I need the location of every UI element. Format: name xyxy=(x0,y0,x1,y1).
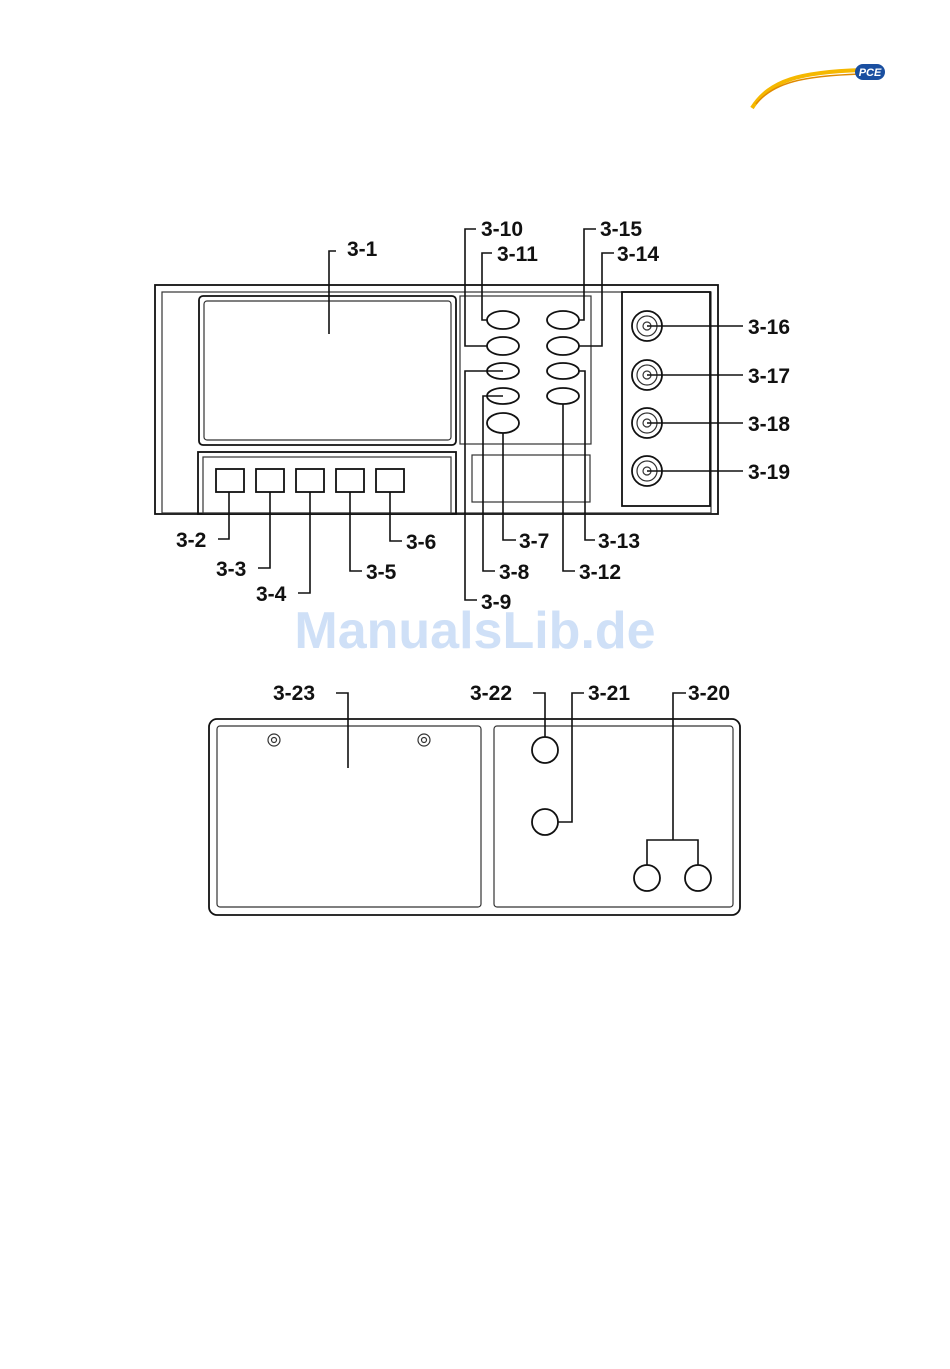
label-3-1: 3-1 xyxy=(347,238,378,261)
label-3-11: 3-11 xyxy=(497,243,538,266)
display-frame xyxy=(199,296,456,445)
display-screen xyxy=(204,301,451,440)
label-3-20: 3-20 xyxy=(688,682,730,705)
button-block xyxy=(460,296,591,444)
function-key-area xyxy=(198,452,456,514)
function-key-5[interactable] xyxy=(376,469,404,492)
button-3-10[interactable] xyxy=(487,311,519,329)
label-3-12: 3-12 xyxy=(579,561,621,584)
label-3-16: 3-16 xyxy=(748,316,790,339)
rear-terminal-3-20-b[interactable] xyxy=(685,865,711,891)
label-3-18: 3-18 xyxy=(748,413,790,436)
label-3-21: 3-21 xyxy=(588,682,630,705)
pce-logo: PCE xyxy=(752,64,885,108)
label-3-3: 3-3 xyxy=(216,558,246,581)
rear-plate-left xyxy=(217,726,481,907)
rear-connector-3-21[interactable] xyxy=(532,809,558,835)
rear-panel-outer xyxy=(209,719,740,915)
rear-plate-right xyxy=(494,726,733,907)
label-3-14: 3-14 xyxy=(617,243,659,266)
button-3-13[interactable] xyxy=(547,363,579,379)
function-key-4[interactable] xyxy=(336,469,364,492)
lower-window xyxy=(472,455,590,502)
label-3-7: 3-7 xyxy=(519,530,549,553)
button-3-12[interactable] xyxy=(547,388,579,404)
rear-panel: 3-23 3-22 3-21 3-20 xyxy=(209,682,740,915)
label-3-8: 3-8 xyxy=(499,561,530,584)
label-3-19: 3-19 xyxy=(748,461,790,484)
button-3-11[interactable] xyxy=(487,337,519,355)
connector-panel xyxy=(622,292,710,506)
function-key-area-inner xyxy=(203,457,451,513)
front-panel: 3-1 3-2 3-3 3-4 3-5 3-6 3-7 3-8 3-9 3-10… xyxy=(155,218,790,614)
button-3-15[interactable] xyxy=(547,311,579,329)
rear-terminal-3-20-a[interactable] xyxy=(634,865,660,891)
watermark: ManualsLib.de xyxy=(294,602,655,660)
button-3-14[interactable] xyxy=(547,337,579,355)
label-3-2: 3-2 xyxy=(176,529,206,552)
screw-left xyxy=(268,734,280,746)
rear-connector-3-22[interactable] xyxy=(532,737,558,763)
label-3-10: 3-10 xyxy=(481,218,523,241)
screw-right xyxy=(418,734,430,746)
label-3-5: 3-5 xyxy=(366,561,397,584)
logo-text: PCE xyxy=(859,67,882,79)
function-key-2[interactable] xyxy=(256,469,284,492)
label-3-6: 3-6 xyxy=(406,531,436,554)
function-key-3[interactable] xyxy=(296,469,324,492)
label-3-17: 3-17 xyxy=(748,365,790,388)
label-3-23: 3-23 xyxy=(273,682,315,705)
label-3-22: 3-22 xyxy=(470,682,512,705)
label-3-15: 3-15 xyxy=(600,218,642,241)
logo-swoosh xyxy=(752,70,862,108)
button-3-7[interactable] xyxy=(487,413,519,433)
function-key-1[interactable] xyxy=(216,469,244,492)
label-3-13: 3-13 xyxy=(598,530,640,553)
label-3-4: 3-4 xyxy=(256,583,287,606)
